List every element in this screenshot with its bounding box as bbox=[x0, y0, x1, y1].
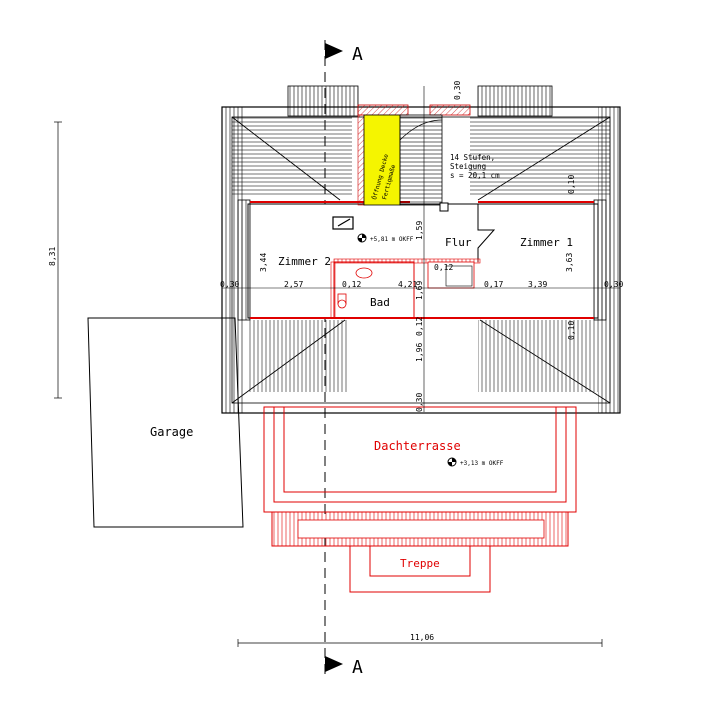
roof-hatch-right-side bbox=[598, 107, 620, 413]
roof-hip-tl bbox=[231, 116, 341, 201]
bad-wall-top bbox=[333, 258, 481, 264]
section-label-top: A bbox=[352, 44, 363, 65]
level-upper-text: +5,81 m OKFF bbox=[370, 236, 414, 243]
dim-right-wall: 0,30 bbox=[604, 280, 623, 289]
dim-top-wall: 0,30 bbox=[453, 81, 462, 100]
level-marker-terrace-fill bbox=[448, 458, 456, 466]
dim-zimmer1-depth: 3,63 bbox=[565, 253, 574, 272]
garage-label: Garage bbox=[150, 425, 193, 439]
dim-lower-depth: 1,96 bbox=[415, 343, 424, 362]
dim-lower-wall: 0,12 bbox=[415, 317, 424, 336]
dim-wall-c: 0,17 bbox=[484, 280, 503, 289]
roof-hatch-bottom-right bbox=[478, 320, 598, 392]
stair-curve bbox=[399, 119, 443, 141]
flur-outline bbox=[477, 204, 496, 262]
roof-dormer-top-right bbox=[477, 85, 553, 117]
dim-total-height: 8,31 bbox=[48, 247, 57, 266]
lower-eave-inner bbox=[297, 519, 545, 539]
wall-right bbox=[593, 199, 607, 321]
dim-wall-b: 0,12 bbox=[434, 263, 453, 272]
roof-hatch-top-left bbox=[232, 117, 352, 197]
dim-bad-width: 4,21 bbox=[398, 280, 417, 289]
toilet-bowl bbox=[337, 299, 347, 309]
roof-hip-bl bbox=[231, 319, 346, 404]
terrace-mid bbox=[273, 406, 567, 503]
wall-left bbox=[237, 199, 251, 321]
stair-note: 14 Stufen, Steigung s = 20,1 cm bbox=[450, 153, 500, 180]
level-terrace-text: +3,13 m OKFF bbox=[460, 460, 504, 467]
shower-inner bbox=[445, 265, 473, 287]
chimney-inner bbox=[337, 218, 351, 227]
terrace-outer bbox=[263, 406, 577, 513]
roof-hatch-bottom-left bbox=[248, 320, 348, 392]
bathtub-basin bbox=[355, 267, 373, 279]
terrace-label: Dachterrasse bbox=[374, 439, 461, 453]
dim-bad-depth: 1,69 bbox=[415, 281, 424, 300]
roof-hatch-top-right bbox=[470, 117, 610, 197]
dim-wall-right-lower: 0,10 bbox=[567, 321, 576, 340]
stairs bbox=[399, 114, 443, 206]
stair-column bbox=[439, 202, 449, 212]
stair-top-wall bbox=[357, 104, 409, 116]
zimmer2-label: Zimmer 2 bbox=[278, 255, 331, 268]
section-label-bottom: A bbox=[352, 657, 363, 678]
section-arrow-bottom bbox=[325, 656, 343, 672]
dim-zimmer2-width: 2,57 bbox=[284, 280, 303, 289]
treppe-inner bbox=[369, 545, 471, 577]
bad-wall-left bbox=[330, 261, 336, 319]
section-arrow-top bbox=[325, 43, 343, 59]
terrace-inner bbox=[283, 406, 557, 493]
bad-label: Bad bbox=[370, 296, 390, 309]
stair-left-wall bbox=[357, 114, 365, 206]
shower bbox=[427, 261, 475, 289]
roof-hip-br bbox=[479, 319, 611, 404]
dim-zimmer2-depth: 3,44 bbox=[259, 253, 268, 272]
zimmer1-label: Zimmer 1 bbox=[520, 236, 573, 249]
dim-bottom-wall: 0,30 bbox=[415, 393, 424, 412]
garage-outline bbox=[87, 317, 244, 528]
roof-hip-tr bbox=[477, 116, 611, 201]
dim-wall-right-upper: 0,10 bbox=[567, 175, 576, 194]
treppe-label: Treppe bbox=[400, 557, 440, 570]
stair-top-wall-right bbox=[429, 104, 471, 116]
dim-left-wall: 0,30 bbox=[220, 280, 239, 289]
roof-hatch-left-side bbox=[222, 107, 244, 413]
dim-flur-depth: 1,59 bbox=[415, 221, 424, 240]
dim-total-width: 11,06 bbox=[410, 633, 434, 642]
dim-wall-a: 0,12 bbox=[342, 280, 361, 289]
dim-zimmer1-width: 3,39 bbox=[528, 280, 547, 289]
roof-dormer-top bbox=[287, 85, 359, 117]
level-marker-upper-fill bbox=[358, 234, 366, 242]
flur-label: Flur bbox=[445, 236, 472, 249]
